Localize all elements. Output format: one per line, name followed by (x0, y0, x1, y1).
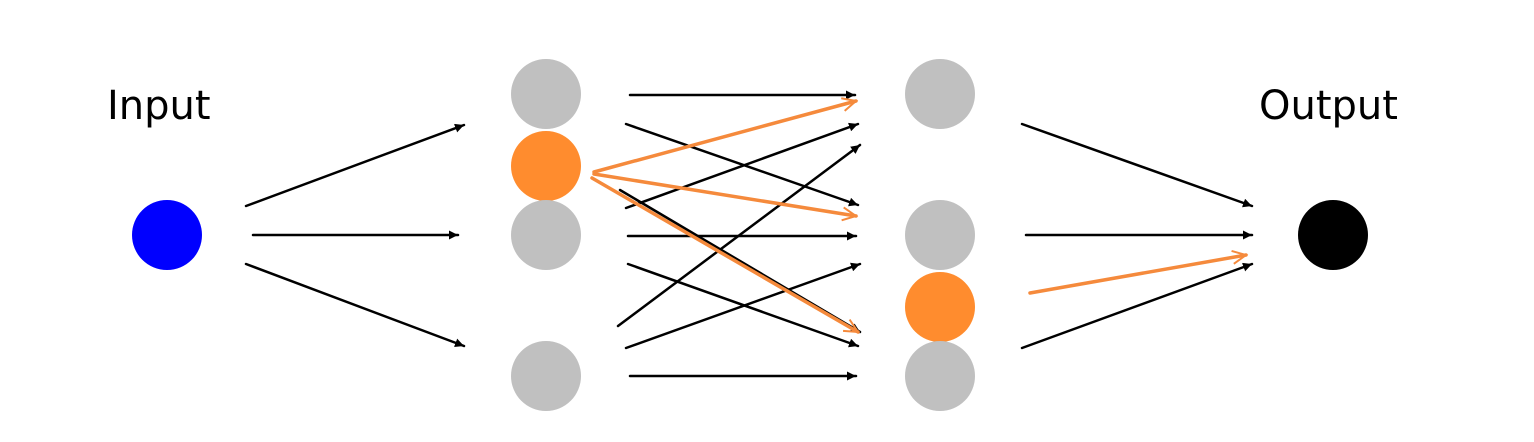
hidden-node (511, 341, 581, 411)
edges-layer (244, 90, 1254, 381)
output-node (1298, 200, 1368, 270)
hidden-node (905, 59, 975, 129)
hidden-node (905, 341, 975, 411)
hidden-node (511, 59, 581, 129)
highlighted-connection-arrow (1028, 253, 1248, 295)
highlighted-connection-arrow (592, 99, 858, 174)
input-label: Input (107, 83, 211, 129)
highlighted-hidden-node (905, 272, 975, 342)
connection-arrow (244, 123, 466, 208)
hidden-node (905, 200, 975, 270)
connection-arrow (624, 122, 860, 210)
connection-arrow (1020, 262, 1254, 350)
connection-arrow (1020, 122, 1254, 208)
nodes-layer (132, 59, 1368, 411)
connection-arrow (616, 143, 862, 328)
output-label: Output (1259, 83, 1398, 129)
highlighted-arrowhead (841, 206, 859, 222)
highlighted-connection-arrow (590, 176, 860, 334)
highlighted-arrowhead (1231, 249, 1249, 265)
highlighted-hidden-node (511, 131, 581, 201)
input-node (132, 200, 202, 270)
highlighted-arrowhead (842, 319, 860, 334)
hidden-node (511, 200, 581, 270)
highlighted-connection-arrow (592, 172, 858, 218)
connection-arrow (624, 262, 862, 350)
connection-arrow (244, 262, 466, 348)
highlighted-arrowhead (841, 97, 859, 112)
connection-arrow (624, 122, 860, 207)
